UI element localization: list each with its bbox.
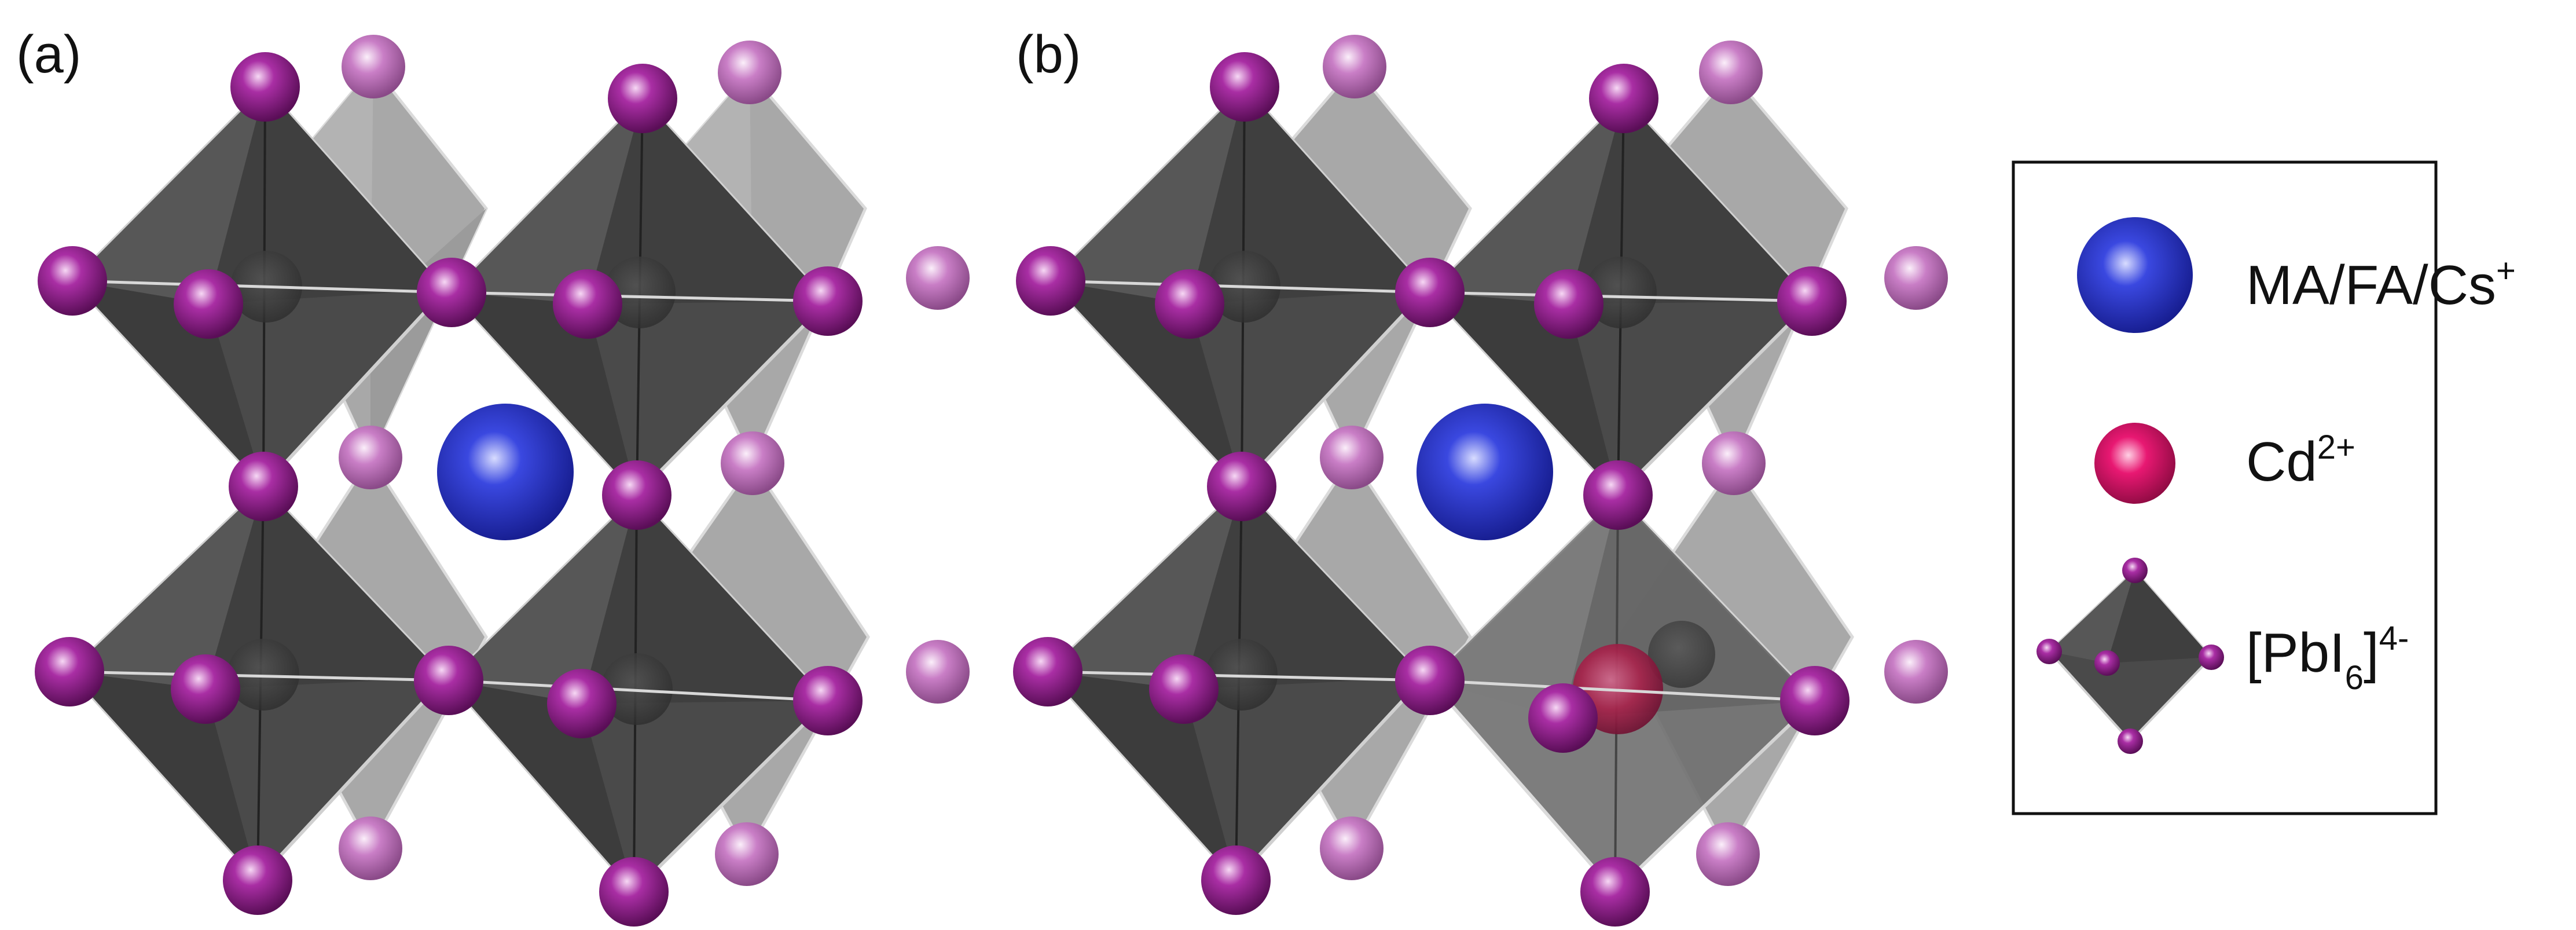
panel-a-label: (a)	[16, 25, 81, 84]
cation-sphere	[437, 404, 574, 540]
legend-label-cation: MA/FA/Cs+	[2246, 252, 2516, 316]
cation-sphere	[1417, 404, 1553, 540]
blue-sphere-icon	[2077, 217, 2193, 333]
panel-b: (b)	[1013, 25, 1948, 927]
legend: MA/FA/Cs+ Cd2+ [PbI6]4-	[2012, 160, 2516, 815]
panel-b-label: (b)	[1016, 25, 1081, 84]
back-iodine-atoms	[339, 35, 970, 886]
legend-label-octahedron: [PbI6]4-	[2246, 620, 2409, 697]
panel-a: (a)	[16, 25, 970, 927]
front-iodine-atoms	[35, 52, 970, 927]
front-iodine-atoms	[1013, 52, 1850, 927]
pink-sphere-icon	[2094, 423, 2175, 504]
cadmium-site-back	[1648, 621, 1715, 688]
legend-label-cadmium: Cd2+	[2246, 429, 2355, 493]
back-iodine-atoms	[1320, 35, 1948, 886]
octahedron-icon	[2036, 558, 2224, 754]
